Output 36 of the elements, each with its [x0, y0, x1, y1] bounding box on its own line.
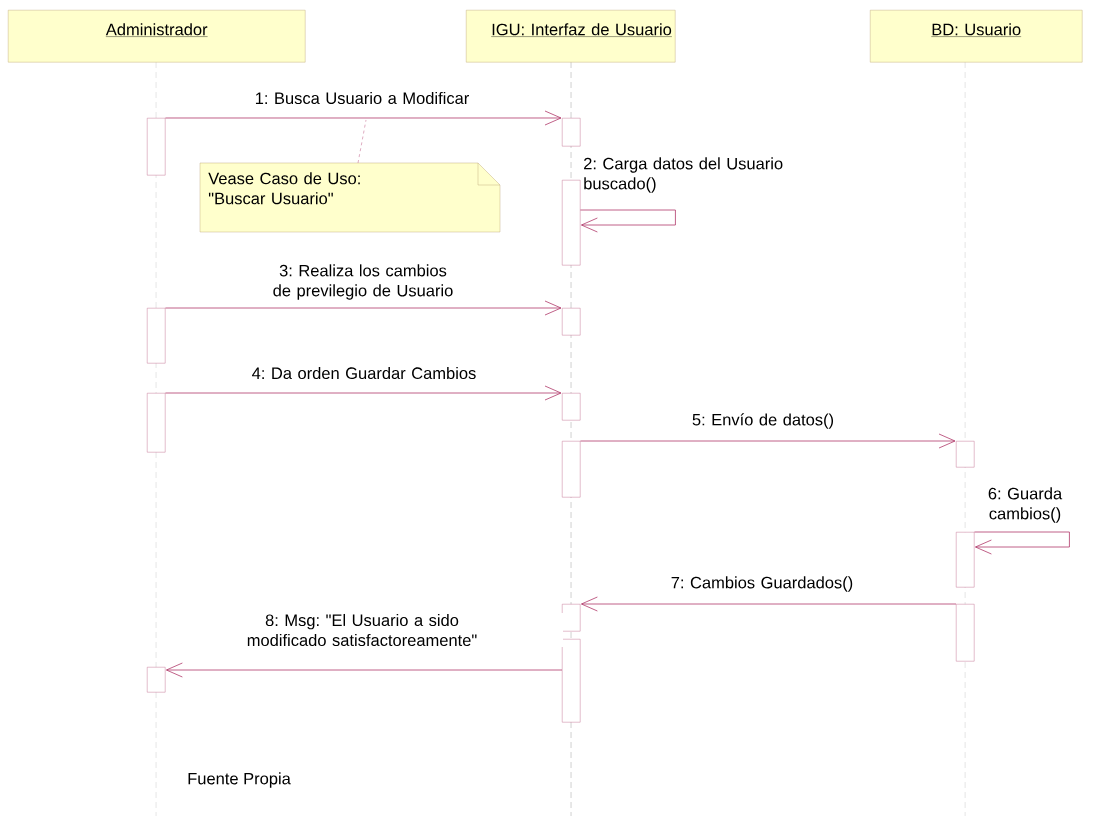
self-message-arrow: [974, 531, 1070, 555]
message-arrow: [581, 596, 957, 612]
activation-bar: [956, 604, 975, 662]
message-label: 4: Da orden Guardar Cambios: [252, 366, 476, 380]
message-arrow: [580, 433, 956, 449]
message-label: 7: Cambios Guardados(): [671, 576, 853, 592]
activation-bar: [956, 441, 975, 468]
message-arrow: [165, 300, 562, 316]
activation-bar: [562, 441, 581, 498]
activation-bar: [562, 393, 581, 421]
activation-bar: [562, 308, 581, 336]
message-arrow: [165, 110, 562, 126]
message-label: 5: Envío de datos(): [692, 413, 834, 429]
activation-bar: [956, 532, 975, 588]
activation-bar: [562, 118, 581, 147]
activation-bar: [562, 180, 581, 266]
activation-bar: [147, 308, 166, 364]
participant-box: BD: Usuario: [870, 10, 1083, 63]
activation-bar: [562, 604, 581, 632]
message-label: 1: Busca Usuario a Modificar: [255, 91, 469, 105]
activation-bar: [562, 639, 581, 723]
message-label: 6: Guarda cambios(): [988, 487, 1063, 523]
message-arrow: [165, 385, 562, 401]
message-label: 8: Msg: "El Usuario a sido modificado satisfactoreamente": [247, 613, 477, 647]
activation-bar: [147, 393, 166, 453]
self-message-arrow: [580, 209, 676, 233]
message-label: 2: Carga datos del Usuario buscado(): [584, 157, 783, 193]
note: Vease Caso de Uso: "Buscar Usuario": [199, 162, 501, 233]
message-label: 3: Realiza los cambios de previlegio de Usuario: [273, 264, 453, 300]
participant-box: IGU: Interfaz de Usuario: [466, 10, 676, 63]
message-arrow: [166, 662, 563, 678]
leader-line: [357, 119, 367, 164]
caption: Fuente Propia: [188, 772, 291, 788]
activation-bar: [147, 118, 166, 176]
participant-box: Administrador: [8, 10, 306, 63]
activation-bar: [147, 667, 166, 693]
